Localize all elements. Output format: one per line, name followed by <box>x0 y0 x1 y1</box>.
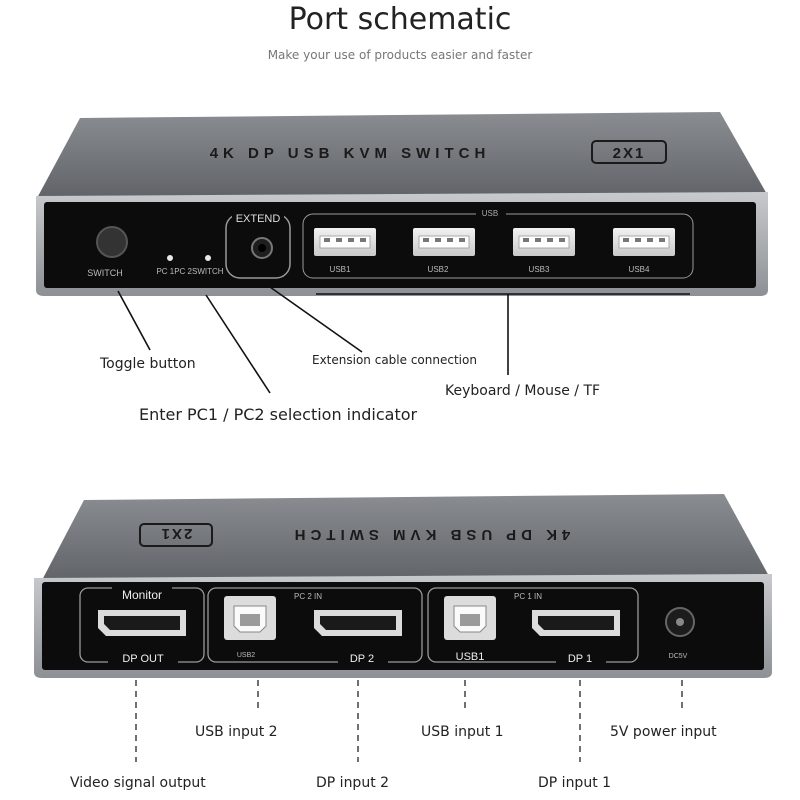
usb-b-port-2[interactable] <box>224 596 276 640</box>
video-output-callout: Video signal output <box>70 775 206 791</box>
page-subtitle: Make your use of products easier and fas… <box>267 48 533 62</box>
page-title: Port schematic <box>288 2 512 37</box>
dp-input-2-callout: DP input 2 <box>316 775 390 791</box>
usb-port-3-label: USB3 <box>529 265 550 274</box>
bottom-lid-badge-frame <box>139 523 213 547</box>
bottom-device: 4K DP USB KVM SWITCH 2X1 Monitor DP OUT … <box>34 494 772 678</box>
pc2-in-label: PC 2 IN <box>294 592 322 601</box>
monitor-label: Monitor <box>122 588 162 602</box>
dp1-label: DP 1 <box>568 653 592 665</box>
top-lid-badge: 2X1 <box>613 145 646 162</box>
usb-port-4-label: USB4 <box>629 265 650 274</box>
bottom-lid-badge: 2X1 <box>160 525 193 542</box>
usb-input-1-callout: USB input 1 <box>421 724 504 740</box>
extend-label: EXTEND <box>236 213 281 225</box>
led-label: PC 1PC 2SWITCH <box>156 267 223 276</box>
dp-out-label: DP OUT <box>122 653 164 665</box>
bottom-lid-print: 4K DP USB KVM SWITCH <box>290 526 571 543</box>
usb-b-port-1[interactable] <box>444 596 496 640</box>
bottom-device-rear-panel <box>42 582 764 670</box>
top-lid-print: 4K DP USB KVM SWITCH <box>210 145 491 162</box>
switch-button[interactable] <box>96 226 128 258</box>
switch-label: SWITCH <box>87 268 123 278</box>
usb-port-1-label: USB1 <box>330 265 351 274</box>
usb-port-2-label: USB2 <box>428 265 449 274</box>
selection-indicator-callout: Enter PC1 / PC2 selection indicator <box>139 405 418 424</box>
usb2-label: USB2 <box>237 652 255 659</box>
bottom-device-lid <box>40 494 770 584</box>
pc1-group-frame <box>427 587 639 663</box>
bottom-callout-lines <box>135 680 683 762</box>
pc1-in-label: PC 1 IN <box>514 592 542 601</box>
dp2-label: DP 2 <box>350 653 374 665</box>
pc2-group-frame <box>207 587 423 663</box>
usb-port-1[interactable] <box>314 228 376 256</box>
keyboard-mouse-callout: Keyboard / Mouse / TF <box>445 383 601 399</box>
top-device: 4K DP USB KVM SWITCH 2X1 SWITCH PC 1PC 2… <box>36 112 768 296</box>
top-callout-lines <box>117 286 690 394</box>
dp2-port[interactable] <box>314 610 402 636</box>
usb-port-3[interactable] <box>513 228 575 256</box>
top-lid-badge-frame <box>591 140 667 164</box>
usb-group-label: USB <box>482 209 498 218</box>
top-device-front-panel <box>44 202 756 288</box>
usb1-label: USB1 <box>456 651 485 663</box>
pc2-led <box>205 255 211 261</box>
extension-callout: Extension cable connection <box>312 353 477 367</box>
dp1-port[interactable] <box>532 610 620 636</box>
dc-label: DC5V <box>669 653 688 660</box>
power-input-callout: 5V power input <box>610 724 717 740</box>
usb-port-4[interactable] <box>613 228 675 256</box>
dp-input-1-callout: DP input 1 <box>538 775 612 791</box>
top-device-lid <box>36 112 768 200</box>
usb-port-2[interactable] <box>413 228 475 256</box>
toggle-button-callout: Toggle button <box>100 356 196 372</box>
pc1-led <box>167 255 173 261</box>
usb-input-2-callout: USB input 2 <box>195 724 278 740</box>
dp-out-port[interactable] <box>98 610 186 636</box>
